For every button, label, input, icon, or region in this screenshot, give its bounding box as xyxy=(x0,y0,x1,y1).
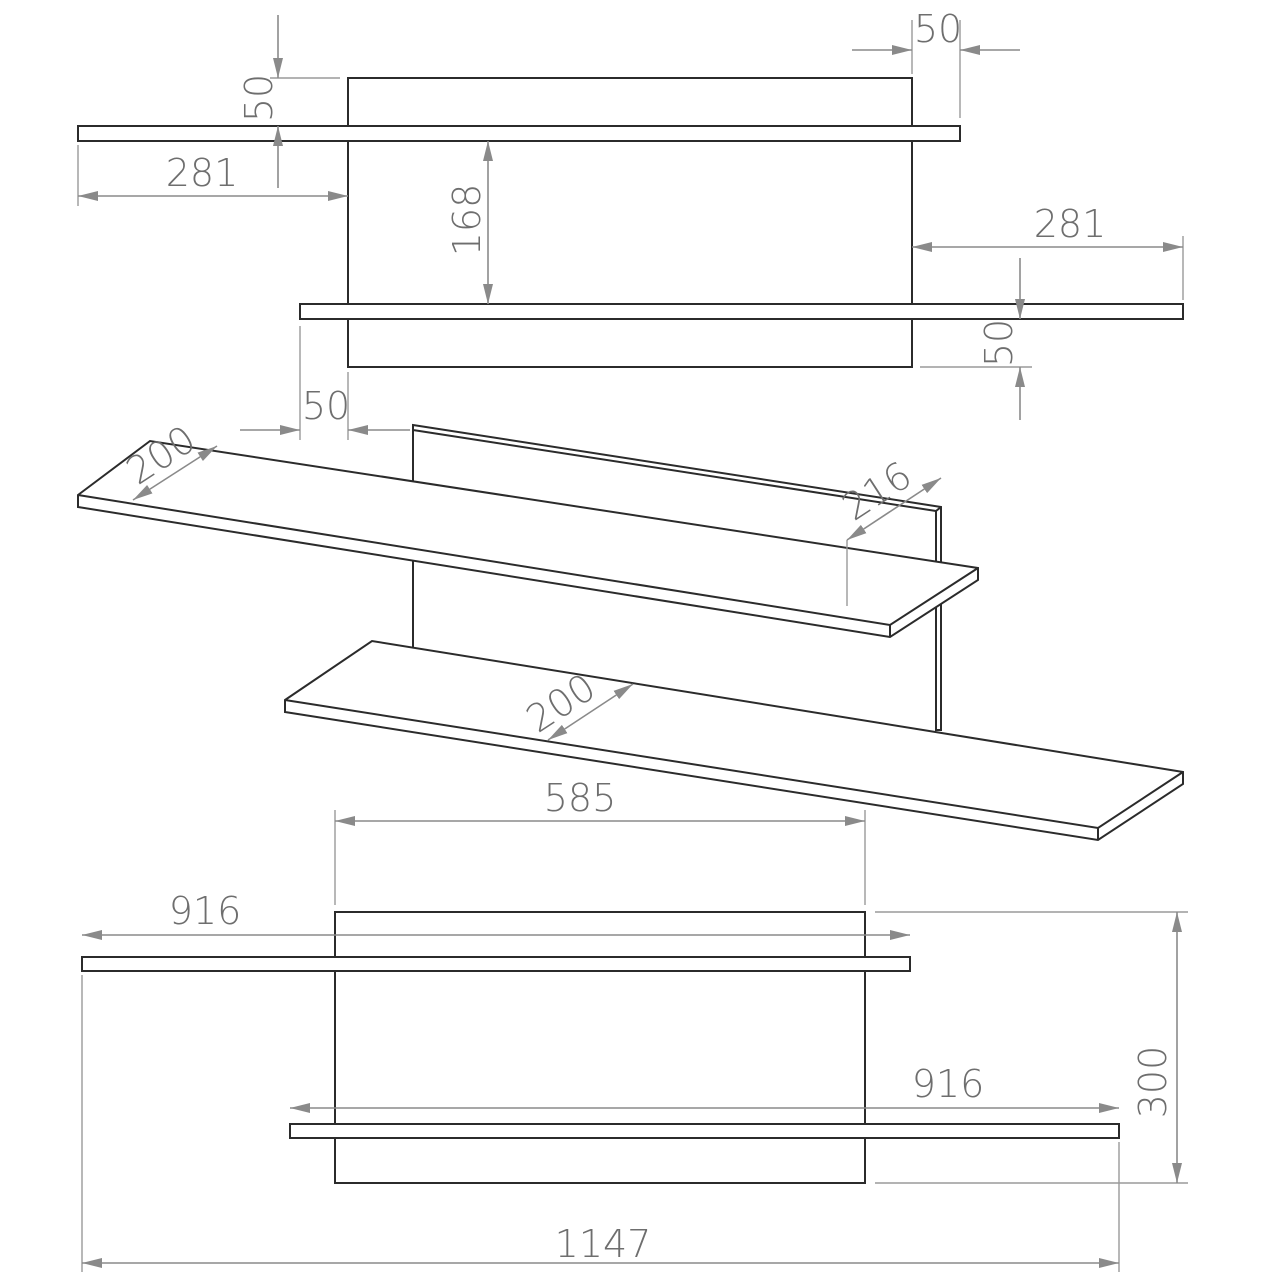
dimension-shelf-spacing: 168 xyxy=(445,141,493,304)
dimension-label: 50 xyxy=(914,7,962,51)
dimension-label: 1147 xyxy=(555,1222,652,1266)
dimension-top-offset: 50 xyxy=(237,15,340,188)
plan-view: 585 916 916 300 1147 xyxy=(81,776,1188,1272)
dimension-label: 300 xyxy=(1131,1046,1175,1119)
plan-lower-shelf xyxy=(289,1123,1120,1139)
dimension-label: 281 xyxy=(166,151,239,195)
dimension-left-overhang: 281 xyxy=(77,145,348,206)
dimension-label: 50 xyxy=(237,74,281,122)
lower-shelf xyxy=(299,303,1184,320)
dimension-label: 50 xyxy=(977,319,1021,367)
back-panel xyxy=(347,77,913,368)
dimension-label: 916 xyxy=(169,889,242,933)
dimension-panel-width: 585 xyxy=(334,776,866,905)
dimension-right-overhang-top: 50 xyxy=(852,7,1020,118)
iso-lower-shelf xyxy=(284,639,1184,842)
dimension-label: 585 xyxy=(544,776,617,820)
isometric-view: 200 216 200 xyxy=(77,417,1184,842)
dimension-label: 50 xyxy=(302,384,350,428)
dimension-lower-shelf-length: 916 xyxy=(290,1062,1119,1113)
plan-upper-shelf xyxy=(81,956,911,972)
dimension-left-inset: 50 xyxy=(240,326,410,440)
dimension-right-overhang: 281 xyxy=(912,202,1184,300)
plan-back-panel xyxy=(334,911,866,1184)
dimension-label: 916 xyxy=(912,1062,985,1106)
dimension-label: 216 xyxy=(835,453,920,529)
dimension-total-height: 300 xyxy=(875,911,1188,1184)
dimension-total-width: 1147 xyxy=(81,975,1120,1272)
dimension-label: 281 xyxy=(1034,202,1107,246)
dimension-upper-shelf-length: 916 xyxy=(82,889,910,940)
dimension-label: 168 xyxy=(445,184,489,257)
iso-upper-shelf xyxy=(77,439,979,639)
upper-shelf xyxy=(77,125,961,142)
front-view: 50 50 281 168 281 xyxy=(77,7,1184,440)
dimension-bottom-offset: 50 xyxy=(920,258,1032,420)
